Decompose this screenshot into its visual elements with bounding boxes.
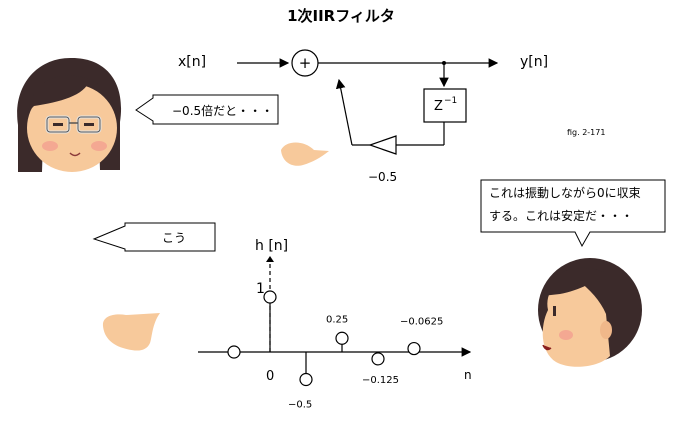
delay-label: Z bbox=[434, 99, 443, 114]
speech-right-line2: する。これは安定だ・・・ bbox=[489, 209, 634, 223]
speech-bubble-left-top bbox=[135, 94, 279, 125]
boy-ear bbox=[600, 321, 612, 339]
gain-triangle bbox=[368, 135, 397, 155]
origin-label: 0 bbox=[266, 369, 274, 384]
stem-label-n4: −0.0625 bbox=[400, 317, 443, 328]
cheek-left bbox=[42, 141, 58, 151]
feedback-arrow bbox=[335, 78, 353, 146]
girl-illustration bbox=[17, 57, 122, 172]
input-label: x[n] bbox=[178, 54, 206, 70]
stem-label-n0: 1 bbox=[256, 281, 265, 297]
page-title: 1次IIRフィルタ bbox=[287, 7, 395, 25]
speech-left-bottom-text: こう bbox=[162, 231, 187, 245]
stem-marker-n2 bbox=[335, 331, 349, 345]
delay-exponent: −1 bbox=[444, 96, 457, 106]
speech-right-line1: これは振動しながら0に収束 bbox=[489, 186, 641, 200]
boy-mouth bbox=[542, 344, 552, 351]
y-axis-label: h [n] bbox=[255, 238, 288, 254]
stem-label-n3: −0.125 bbox=[362, 375, 399, 386]
stem-marker-n1 bbox=[299, 372, 313, 387]
adder-symbol: + bbox=[299, 54, 312, 72]
stem-label-n2: 0.25 bbox=[326, 314, 348, 325]
speech-left-top-text: −0.5倍だと・・・ bbox=[172, 104, 274, 118]
cheek-right bbox=[91, 141, 107, 151]
stem-marker-n-1 bbox=[227, 345, 241, 359]
x-axis-label: n bbox=[464, 368, 472, 382]
hand-top bbox=[281, 142, 329, 166]
stem-marker-n3 bbox=[371, 352, 385, 366]
hand-bottom bbox=[102, 313, 160, 351]
block-diagram: x[n] + y[n] Z −1 −0.5 bbox=[178, 49, 548, 184]
stem-marker-n0 bbox=[263, 290, 277, 304]
speech-bubble-right bbox=[480, 179, 666, 248]
stem-label-n1: −0.5 bbox=[288, 400, 312, 411]
boy-eye bbox=[553, 306, 556, 316]
boy-illustration bbox=[538, 258, 642, 367]
delay-block bbox=[423, 88, 467, 123]
y-axis-head bbox=[266, 256, 274, 262]
gain-label: −0.5 bbox=[368, 170, 397, 184]
impulse-response-chart: h [n] n 0 1 −0.5 0.25 −0.125 −0.0625 bbox=[198, 238, 472, 411]
mouth bbox=[69, 152, 81, 157]
output-label: y[n] bbox=[520, 54, 548, 70]
speech-bubble-left-bottom bbox=[92, 222, 216, 252]
figure-reference: fig. 2-171 bbox=[567, 128, 605, 137]
stem-marker-n4 bbox=[407, 341, 421, 356]
